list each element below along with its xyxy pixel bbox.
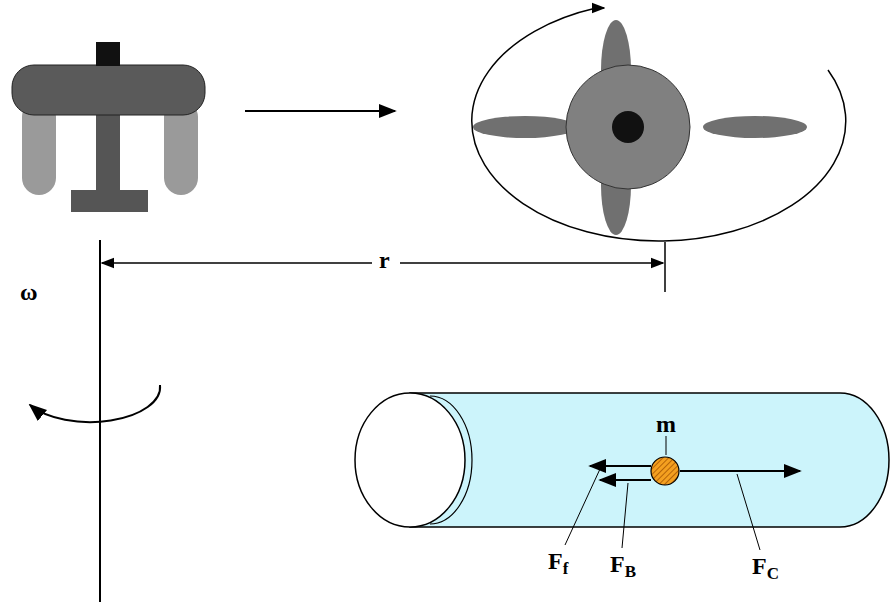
buoyancy-force-arrow <box>600 479 651 481</box>
particle <box>651 457 679 485</box>
leader-line <box>622 483 628 548</box>
base <box>71 190 148 212</box>
force-label: FC <box>752 554 779 582</box>
centrifuge-side-view <box>12 42 205 212</box>
blade <box>703 116 807 138</box>
centrifugal-force-arrow <box>680 470 800 472</box>
omega-arrow <box>30 385 160 422</box>
centrifuge-top-view <box>472 8 846 241</box>
tube <box>410 393 889 527</box>
friction-force-arrow <box>590 465 651 467</box>
force-label: FB <box>610 552 636 580</box>
leader-line <box>565 469 600 545</box>
blade <box>473 116 577 138</box>
force-schematic <box>30 240 889 602</box>
dimension-label: r <box>379 248 390 272</box>
force-label: Ff <box>548 549 568 577</box>
shaft <box>96 110 120 195</box>
rotation-arrow <box>596 7 604 9</box>
hub <box>566 65 690 189</box>
leader-line <box>737 474 760 550</box>
dimension-line <box>102 262 372 264</box>
dimension-tick <box>664 242 666 292</box>
tube-rim <box>430 396 472 524</box>
leader-line <box>666 436 667 455</box>
knob <box>96 42 120 66</box>
dimension-line <box>400 262 663 264</box>
view-arrow <box>245 110 395 112</box>
tube-opening <box>355 393 465 527</box>
hub-center <box>612 111 644 143</box>
mass-label: m <box>656 412 676 436</box>
rotor-body <box>12 65 205 115</box>
rotation-circle <box>472 8 846 241</box>
angular-velocity-label: ω <box>20 280 38 304</box>
